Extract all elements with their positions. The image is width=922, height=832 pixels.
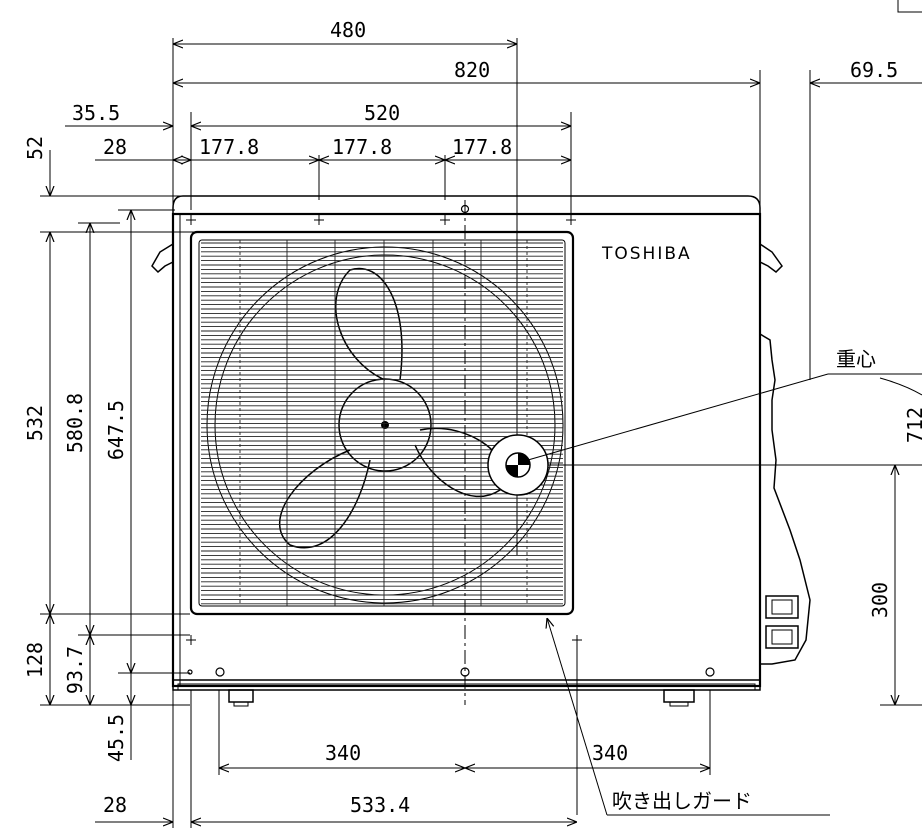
bottom-dimension-lines	[95, 768, 710, 822]
right-dimension-lines	[879, 377, 922, 705]
dim-line-712	[879, 377, 922, 396]
casing	[171, 212, 762, 688]
center-of-gravity-symbol	[487, 434, 549, 496]
dim-340-left: 340	[325, 741, 361, 765]
outlet-guard-label: 吹き出しガード	[612, 789, 752, 813]
brand-logo: TOSHIBA	[601, 244, 692, 264]
dim-45-5: 45.5	[104, 714, 128, 762]
right-handle	[759, 243, 783, 273]
dim-35-5: 35.5	[72, 101, 120, 125]
extension-lines	[40, 38, 922, 828]
dim-712: 712	[903, 407, 922, 443]
outlet-guard-leader	[547, 618, 608, 816]
dim-480: 480	[330, 18, 366, 42]
mounting-feet	[228, 689, 695, 707]
dim-pitch-a: 177.8	[199, 135, 259, 159]
hole-marks	[186, 215, 582, 645]
dim-647-5: 647.5	[104, 400, 128, 460]
dim-52: 52	[23, 136, 47, 160]
grille-bars	[201, 240, 563, 606]
dim-128: 128	[23, 642, 47, 678]
dim-69-5: 69.5	[850, 58, 898, 82]
fan	[206, 246, 564, 604]
dim-340-right: 340	[592, 741, 628, 765]
dim-300: 300	[868, 582, 892, 618]
frame-corner-mark	[897, 0, 922, 13]
dim-93-7: 93.7	[63, 646, 87, 694]
dim-28-bottom: 28	[103, 793, 127, 817]
dim-28-top: 28	[103, 135, 127, 159]
fan-guard-frame	[189, 230, 575, 616]
cog-leader-line	[527, 373, 829, 461]
dim-533-4: 533.4	[350, 793, 410, 817]
dim-532: 532	[23, 405, 47, 441]
dim-pitch-c: 177.8	[452, 135, 512, 159]
dim-pitch-b: 177.8	[332, 135, 392, 159]
service-valves	[765, 595, 799, 649]
dim-520: 520	[364, 101, 400, 125]
dim-820: 820	[454, 58, 490, 82]
center-of-gravity-label: 重心	[836, 347, 876, 371]
top-dimension-lines	[65, 44, 922, 160]
top-cover	[172, 195, 761, 215]
dim-580-8: 580.8	[63, 393, 87, 453]
left-handle	[151, 243, 174, 274]
service-panel	[759, 333, 811, 665]
unit-body: TOSHIBA	[151, 195, 811, 707]
left-dimension-lines	[50, 150, 131, 760]
